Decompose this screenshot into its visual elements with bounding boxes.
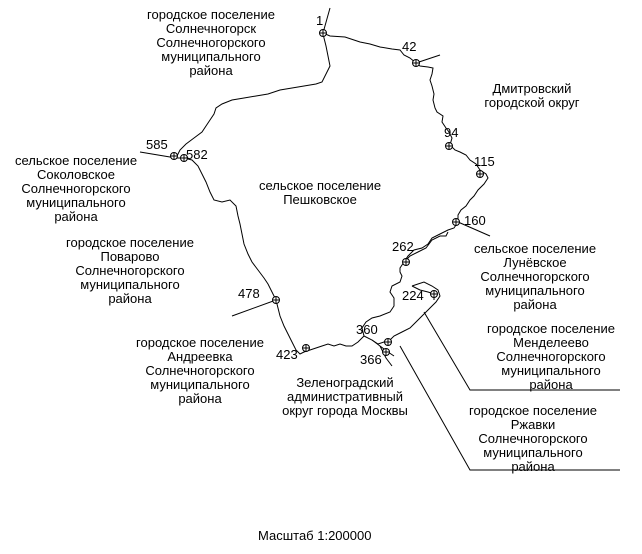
label-rzhavki: городское поселение Ржавки Солнечногорск… — [469, 403, 597, 474]
label-zelenograd: Зеленоградский административный округ го… — [282, 375, 408, 418]
point-label-160: 160 — [464, 213, 486, 228]
survey-marker-224 — [430, 290, 438, 298]
survey-marker-160 — [452, 218, 460, 226]
point-label-1: 1 — [316, 13, 324, 28]
point-label-366: 366 — [360, 352, 382, 367]
survey-marker-478 — [272, 296, 280, 304]
label-povarovo: городское поселение Поварово Солнечногор… — [66, 235, 194, 306]
point-label-585: 585 — [146, 137, 168, 152]
settlement-boundary-southwest — [175, 32, 365, 355]
point-label-360: 360 — [356, 322, 378, 337]
survey-marker-423 — [302, 344, 310, 352]
label-andreevka: городское поселение Андреевка Солнечного… — [136, 335, 264, 406]
point-label-42: 42 — [402, 39, 417, 54]
label-lunevskoe: сельское поселение Лунёвское Солнечногор… — [473, 241, 597, 312]
division-line-585 — [139, 151, 177, 159]
survey-marker-360 — [384, 338, 392, 346]
division-line-478 — [231, 299, 277, 317]
survey-marker-1 — [319, 29, 327, 37]
leader-line-rzhavki — [399, 345, 620, 471]
label-peshkovskoe: сельское поселение Пешковское — [258, 178, 382, 207]
label-sokolovskoe: сельское поселение Соколовское Солнечног… — [14, 153, 138, 224]
survey-marker-582 — [180, 154, 188, 162]
division-line-160 — [457, 221, 491, 237]
map-scale: Масштаб 1:200000 — [258, 528, 372, 543]
point-label-94: 94 — [444, 125, 459, 140]
survey-marker-115 — [476, 170, 484, 178]
survey-marker-585 — [170, 152, 178, 160]
survey-marker-42 — [412, 59, 420, 67]
lunevskoe-boundary — [403, 231, 449, 263]
survey-marker-366 — [382, 348, 390, 356]
leader-line-mendeleevo — [423, 311, 620, 391]
label-mendeleevo: городское поселение Менделеево Солнечног… — [487, 321, 615, 392]
point-label-478: 478 — [238, 286, 260, 301]
zelenograd-spur — [379, 345, 393, 367]
label-solnechnogorsk: городское поселение Солнечногорск Солнеч… — [147, 7, 275, 78]
point-label-262: 262 — [392, 239, 414, 254]
point-label-582: 582 — [186, 147, 208, 162]
point-label-224: 224 — [402, 288, 424, 303]
label-dmitrovsky: Дмитровский городской округ — [484, 81, 580, 110]
survey-marker-94 — [445, 142, 453, 150]
survey-marker-262 — [402, 258, 410, 266]
point-label-423: 423 — [276, 347, 298, 362]
division-line-42 — [415, 54, 441, 64]
division-line-1 — [322, 7, 331, 34]
point-label-115: 115 — [474, 154, 495, 169]
